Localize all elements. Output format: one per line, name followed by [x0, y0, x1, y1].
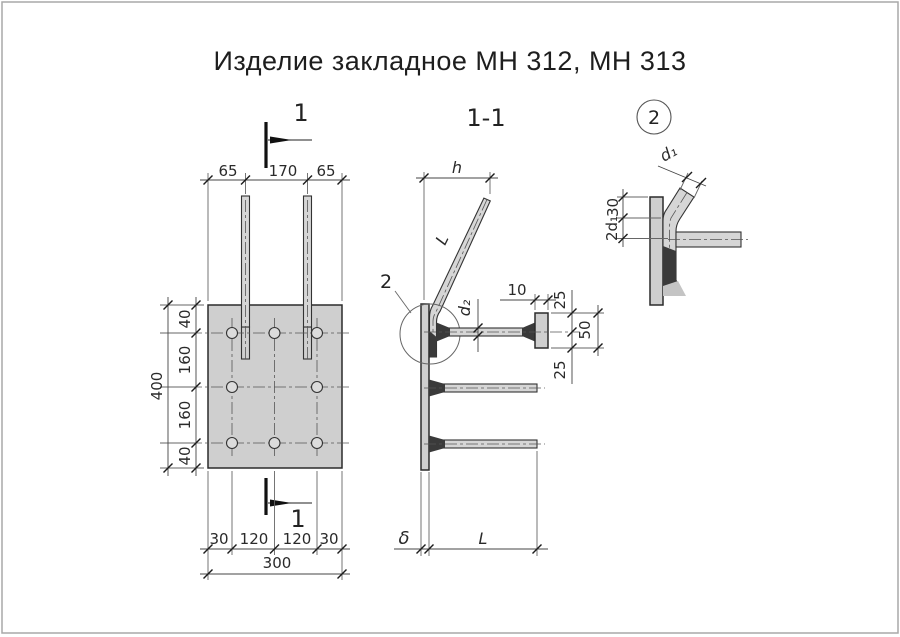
dim-label: L [479, 529, 488, 548]
dim-label: 65 [316, 162, 335, 180]
weld-fill [663, 246, 684, 294]
anchor-head-cone [522, 322, 535, 342]
detail-leader-line [394, 290, 412, 314]
plan-left-dimensions: 40 160 160 40 400 [148, 297, 204, 476]
section-marker-label-top: 1 [293, 99, 308, 127]
section-bottom-dimensions: δ L [394, 451, 548, 556]
anchor-end-plate [534, 312, 549, 349]
dim-label: 50 [576, 320, 594, 339]
section-h-dimension: h [416, 158, 498, 300]
dim-label: 2d₁ [603, 216, 621, 241]
section-cut-marker-top: 1 [264, 99, 312, 168]
detail-d1-dimension: d₁ [656, 141, 707, 199]
dim-label: 160 [176, 401, 194, 430]
weld-fill [429, 331, 437, 357]
dim-label: δ [398, 528, 409, 549]
section-view: 1-1 h L 2 [380, 104, 604, 556]
dim-label: 120 [283, 530, 312, 548]
anchor-hole [225, 436, 239, 450]
section-view-label: 1-1 [466, 104, 505, 132]
centerline [669, 192, 688, 288]
anchor-row-2 [424, 379, 545, 397]
dim-label: 160 [176, 346, 194, 375]
detail-view-label: 2 [648, 107, 660, 129]
dim-label: 170 [269, 162, 298, 180]
plan-view: 1 1 [148, 99, 350, 580]
section-head-thickness-dimension: 10 [500, 281, 556, 310]
dim-label: 400 [148, 372, 166, 401]
dim-label: 40 [176, 446, 194, 465]
anchor-row-3 [424, 435, 545, 453]
drawing-title: Изделие закладное МН 312, МН 313 [214, 46, 687, 76]
detail-left-dimensions: 30 2d₁ [603, 189, 668, 247]
anchor-head-cone [429, 379, 445, 397]
section-marker-label-bottom: 1 [290, 505, 305, 533]
dim-label: 25 [551, 290, 569, 309]
anchor-head-cone [436, 322, 450, 342]
dim-label: d₁ [656, 141, 680, 166]
anchor-hole [268, 326, 281, 340]
base-plate-section [420, 303, 430, 471]
section-cut-marker-bottom: 1 [264, 478, 312, 533]
anchor-hole [225, 326, 239, 340]
anchor-hole [310, 436, 324, 450]
bar-end-cut [663, 281, 686, 296]
plan-bottom-dimensions: 30 120 120 30 300 [200, 471, 350, 580]
dim-label: 300 [263, 554, 292, 572]
anchor-row-1 [424, 312, 580, 349]
section-d2-dimension: d₂ [455, 299, 483, 352]
plan-top-dimensions: 65 170 65 [200, 162, 350, 301]
detail-label-circle [636, 99, 672, 135]
anchor-hole [225, 380, 239, 394]
anchor-hole [310, 326, 324, 340]
centerline [432, 199, 488, 355]
anchor-hole [268, 436, 281, 450]
section-head-height-dimensions: 25 25 50 [551, 290, 604, 384]
detail-ref-label: 2 [380, 271, 392, 293]
dim-label: 25 [551, 360, 569, 379]
detail-view: 2 d₁ 30 2d₁ [603, 99, 748, 306]
dim-label: 30 [209, 530, 228, 548]
dim-label: d₂ [455, 299, 474, 316]
dim-label: 10 [507, 281, 526, 299]
anchor-hole [310, 380, 324, 394]
base-plate-detail [649, 196, 664, 306]
dim-label: 30 [604, 198, 622, 217]
dim-label: 30 [319, 530, 338, 548]
dim-label: 120 [240, 530, 269, 548]
dim-label: h [452, 158, 462, 177]
anchor-head-cone [429, 435, 445, 453]
dim-label: 65 [218, 162, 237, 180]
bar-length-label: L [432, 231, 453, 247]
dim-label: 40 [176, 309, 194, 328]
